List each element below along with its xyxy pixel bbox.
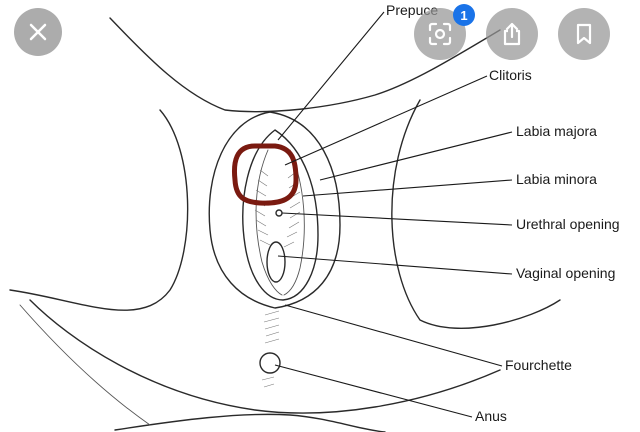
leader-vaginal-opening	[277, 255, 513, 275]
thigh-left-outline	[9, 109, 189, 311]
close-button[interactable]	[14, 8, 62, 56]
label-vaginal-opening: Vaginal opening	[516, 265, 615, 281]
perineum-hatch	[263, 310, 280, 344]
share-button[interactable]	[486, 8, 538, 60]
leader-urethral-opening	[281, 212, 513, 226]
anus-hatch	[261, 376, 275, 388]
hatch-lines	[254, 169, 301, 248]
label-anus: Anus	[475, 408, 507, 424]
leader-labia-majora	[319, 131, 513, 181]
thigh-right-outline	[391, 99, 561, 329]
labia-minora-outline	[242, 129, 319, 301]
lens-icon	[428, 22, 452, 46]
leader-fourchette	[284, 304, 503, 367]
bookmark-icon	[576, 23, 592, 45]
lens-badge: 1	[453, 4, 475, 26]
vaginal-opening-shape	[266, 241, 286, 283]
leader-anus	[274, 364, 473, 418]
lower-left-fold	[19, 304, 151, 426]
urethral-opening-shape	[275, 209, 283, 217]
buttock-curve	[29, 299, 501, 414]
anus-shape	[259, 352, 281, 374]
leader-prepuce	[277, 11, 385, 141]
save-button[interactable]	[558, 8, 610, 60]
bottom-curve	[114, 413, 386, 432]
label-labia-majora: Labia majora	[516, 123, 597, 139]
inner-fold-left	[255, 149, 283, 296]
close-icon	[29, 23, 47, 41]
share-icon	[503, 22, 521, 46]
leader-labia-minora	[302, 179, 513, 197]
labia-majora-outline	[208, 111, 341, 309]
clitoris-highlight-circle	[232, 143, 299, 206]
label-fourchette: Fourchette	[505, 357, 572, 373]
label-urethral-opening: Urethral opening	[516, 216, 620, 232]
leader-clitoris	[284, 75, 488, 166]
label-clitoris: Clitoris	[489, 67, 532, 83]
body-outline	[109, 17, 501, 113]
label-labia-minora: Labia minora	[516, 171, 597, 187]
